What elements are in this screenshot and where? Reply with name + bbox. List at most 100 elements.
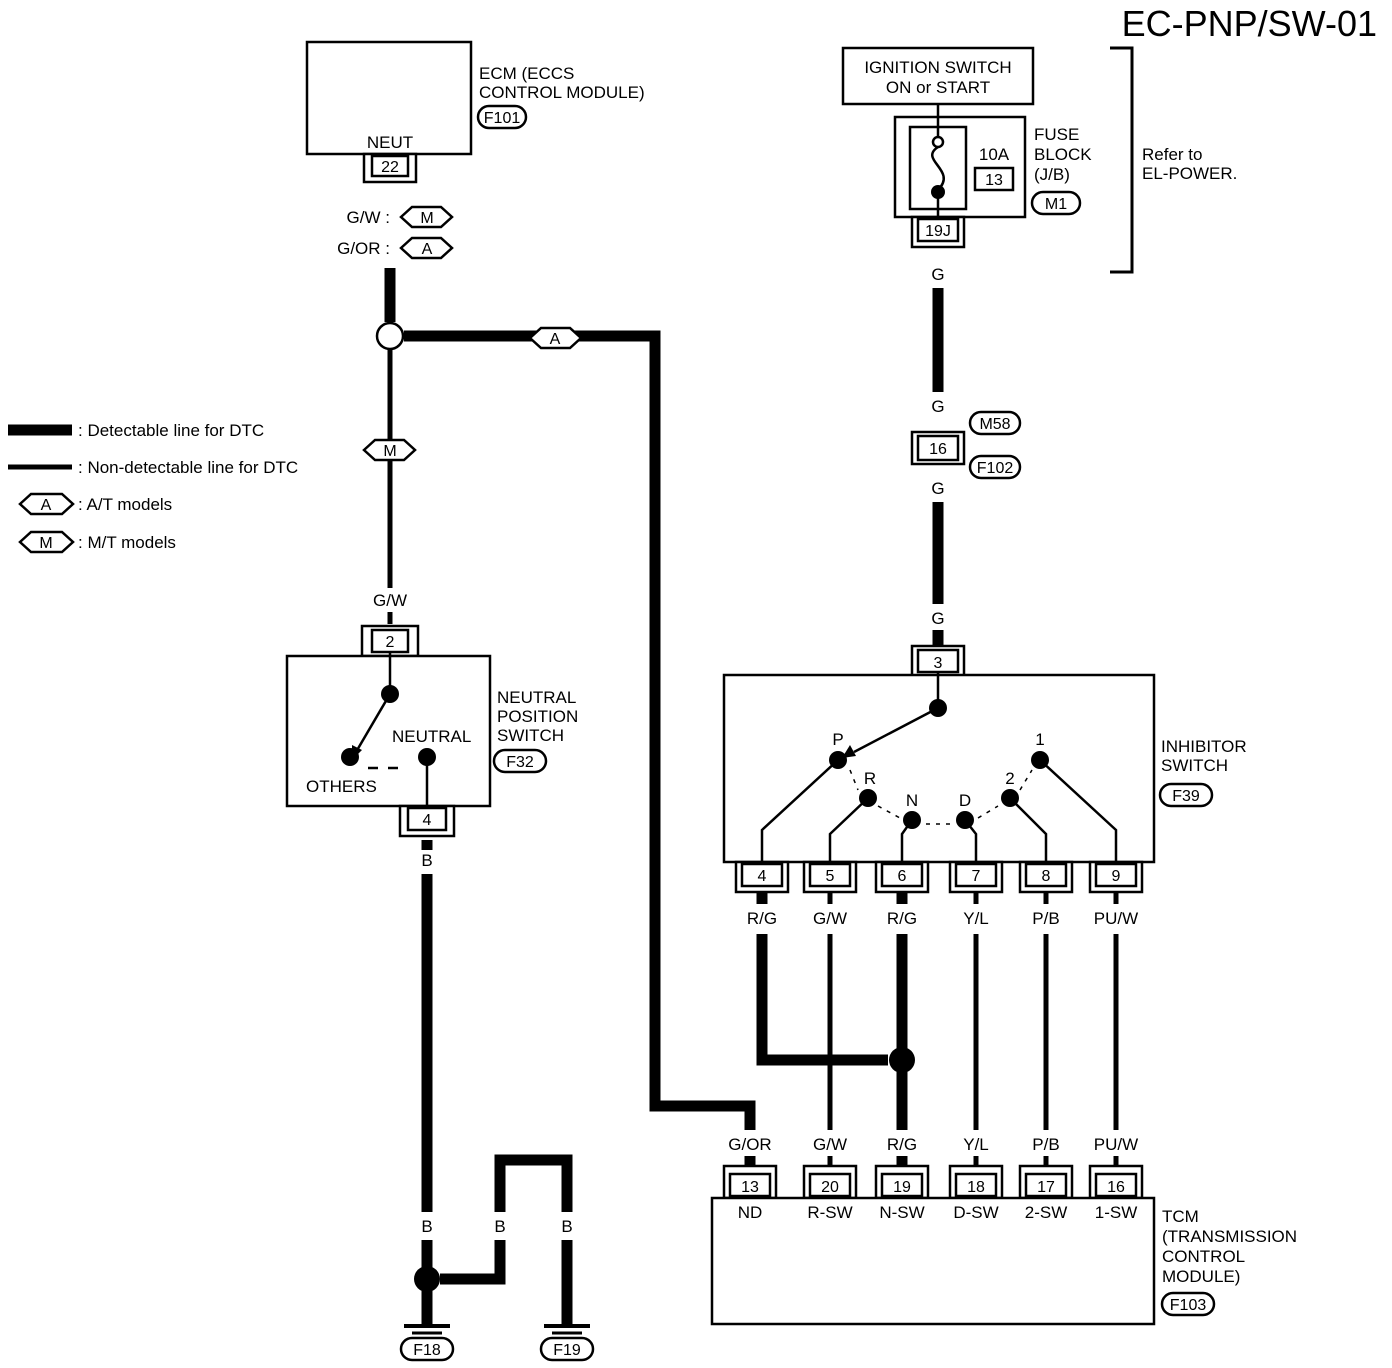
g-wire-label-1: G — [931, 265, 944, 284]
legend-mt-tag: M — [39, 535, 52, 552]
ground-wire-label-1: B — [421, 851, 432, 870]
ignition-switch: IGNITION SWITCH ON or START — [841, 46, 1035, 106]
ground-f19-text: F19 — [553, 1342, 581, 1359]
ecm-module: NEUT ECM (ECCS CONTROL MODULE) F101 22 G… — [305, 40, 645, 260]
fuse-refer-line2: EL-POWER. — [1142, 164, 1237, 183]
ecm-wire-at: G/OR : — [337, 239, 390, 258]
tcm-pin: 16 — [1107, 1179, 1125, 1196]
inhibitor-to-tcm-wires — [756, 892, 1119, 1130]
tcm-name-line3: CONTROL — [1162, 1247, 1245, 1266]
tcm-pin: 19 — [893, 1179, 911, 1196]
fuse-block-line3: (J/B) — [1034, 165, 1070, 184]
ignition-line1: IGNITION SWITCH — [864, 58, 1011, 77]
tcm-terminal-label: R-SW — [807, 1203, 852, 1222]
page-title: EC-PNP/SW-01 — [1122, 3, 1377, 44]
inhibitor-position-label: 1 — [1035, 730, 1044, 749]
ground-f18-text: F18 — [413, 1342, 441, 1359]
inhibitor-wire-label: G/W — [813, 909, 847, 928]
neutral-switch-pos-others: OTHERS — [306, 777, 377, 796]
ground-circuit: B B B B F18 F19 — [399, 840, 595, 1362]
neutral-position-switch: G/W 2 NEUTRAL OTHERS 4 NEUTRAL POSITION … — [285, 591, 578, 838]
ground-wire-label-2: B — [421, 1217, 432, 1236]
joint-pin: 16 — [929, 441, 947, 458]
inhibitor-wire-label: PU/W — [1094, 909, 1138, 928]
legend-detectable-text: : Detectable line for DTC — [78, 421, 264, 440]
ecm-connector-id: F101 — [484, 110, 521, 127]
ground-wire-label-4: B — [561, 1217, 572, 1236]
fuse-block-pin: 19J — [925, 223, 951, 240]
inhibitor-wire-label: R/G — [887, 909, 917, 928]
ground-f18-badge — [399, 1336, 455, 1362]
inhibitor-pin: 7 — [972, 868, 981, 885]
g-wire-label-3: G — [931, 479, 944, 498]
tcm-terminal-label: 2-SW — [1025, 1203, 1068, 1222]
tcm-module: G/OR G/W R/G Y/L P/B PU/W 13 20 19 18 17… — [710, 1135, 1297, 1326]
inhibitor-pin: 6 — [898, 868, 907, 885]
tcm-pin: 13 — [741, 1179, 759, 1196]
ground-wire-label-3: B — [494, 1217, 505, 1236]
tcm-wire-label: P/B — [1032, 1135, 1059, 1154]
neutral-switch-wire-top: G/W — [373, 591, 407, 610]
neutral-switch-pin-bottom: 4 — [423, 812, 432, 829]
fuse-block-line1: FUSE — [1034, 125, 1079, 144]
junction-tag-a — [528, 326, 583, 350]
tcm-name-line2: (TRANSMISSION — [1162, 1227, 1297, 1246]
fuse-block-connector-id: M1 — [1045, 196, 1067, 213]
tcm-pin: 17 — [1037, 1179, 1055, 1196]
joint-connector-top: M58 — [979, 416, 1010, 433]
ecm-tag-a: A — [422, 241, 433, 258]
fuse-number: 13 — [985, 172, 1003, 189]
ecm-name-line1: ECM (ECCS — [479, 64, 574, 83]
inhibitor-pin: 8 — [1042, 868, 1051, 885]
neutral-switch-pin-top: 2 — [386, 634, 395, 651]
inhibitor-pin: 9 — [1112, 868, 1121, 885]
fuse-block-line2: BLOCK — [1034, 145, 1092, 164]
tcm-wire-label: R/G — [887, 1135, 917, 1154]
ecm-name-line2: CONTROL MODULE) — [479, 83, 645, 102]
legend-mt-text: : M/T models — [78, 533, 176, 552]
inhibitor-pin-in: 3 — [934, 655, 943, 672]
tcm-wire-label: G/W — [813, 1135, 847, 1154]
tcm-pin: 18 — [967, 1179, 985, 1196]
inhibitor-pin: 4 — [758, 868, 767, 885]
fuse-refer-line1: Refer to — [1142, 145, 1202, 164]
g-wire-label-2: G — [931, 397, 944, 416]
tcm-terminal-label: 1-SW — [1095, 1203, 1138, 1222]
ecm-pin-label: NEUT — [367, 133, 413, 152]
tcm-terminal-label: D-SW — [953, 1203, 998, 1222]
inhibitor-switch: 3 P R N D 2 1 INHIBITOR SWITCH F39 — [722, 644, 1247, 866]
junction-tag-m — [362, 438, 417, 462]
tcm-wire-label: Y/L — [963, 1135, 989, 1154]
fuse-amps: 10A — [979, 145, 1010, 164]
ecm-wire-mt: G/W : — [347, 208, 390, 227]
tcm-name-line1: TCM — [1162, 1207, 1199, 1226]
ignition-line2: ON or START — [886, 78, 990, 97]
neutral-switch-pos-neutral: NEUTRAL — [392, 727, 471, 746]
fuse-block: 10A 13 FUSE BLOCK (J/B) M1 19J Refer to … — [893, 46, 1237, 274]
legend: : Detectable line for DTC : Non-detectab… — [8, 421, 298, 554]
inhibitor-position-label: D — [959, 791, 971, 810]
inhibitor-position-label: P — [832, 730, 843, 749]
ecm-tag-m: M — [420, 210, 433, 227]
joint-connector-bottom: F102 — [977, 460, 1014, 477]
tcm-pin: 20 — [821, 1179, 839, 1196]
legend-at-text: : A/T models — [78, 495, 172, 514]
inhibitor-wire-label: P/B — [1032, 909, 1059, 928]
inhibitor-line2: SWITCH — [1161, 756, 1228, 775]
inhibitor-connector-id: F39 — [1172, 788, 1200, 805]
g-wire: G G M58 16 F102 G G — [910, 265, 1022, 648]
tcm-terminal-label: N-SW — [879, 1203, 924, 1222]
tcm-name-line4: MODULE) — [1162, 1267, 1240, 1286]
inhibitor-pin: 5 — [826, 868, 835, 885]
neutral-switch-line3: SWITCH — [497, 726, 564, 745]
tcm-terminal-label: ND — [738, 1203, 763, 1222]
neutral-switch-line2: POSITION — [497, 707, 578, 726]
inhibitor-line1: INHIBITOR — [1161, 737, 1247, 756]
legend-non-detectable-text: : Non-detectable line for DTC — [78, 458, 298, 477]
inhibitor-wire-label: Y/L — [963, 909, 989, 928]
tcm-connector-id: F103 — [1170, 1297, 1207, 1314]
legend-at-tag: A — [41, 497, 52, 514]
inhibitor-connector-row: 4 5 6 7 8 9 R/G G/W R/G Y/L P/B PU/W — [734, 860, 1144, 928]
ecm-pin-number: 22 — [381, 159, 399, 176]
